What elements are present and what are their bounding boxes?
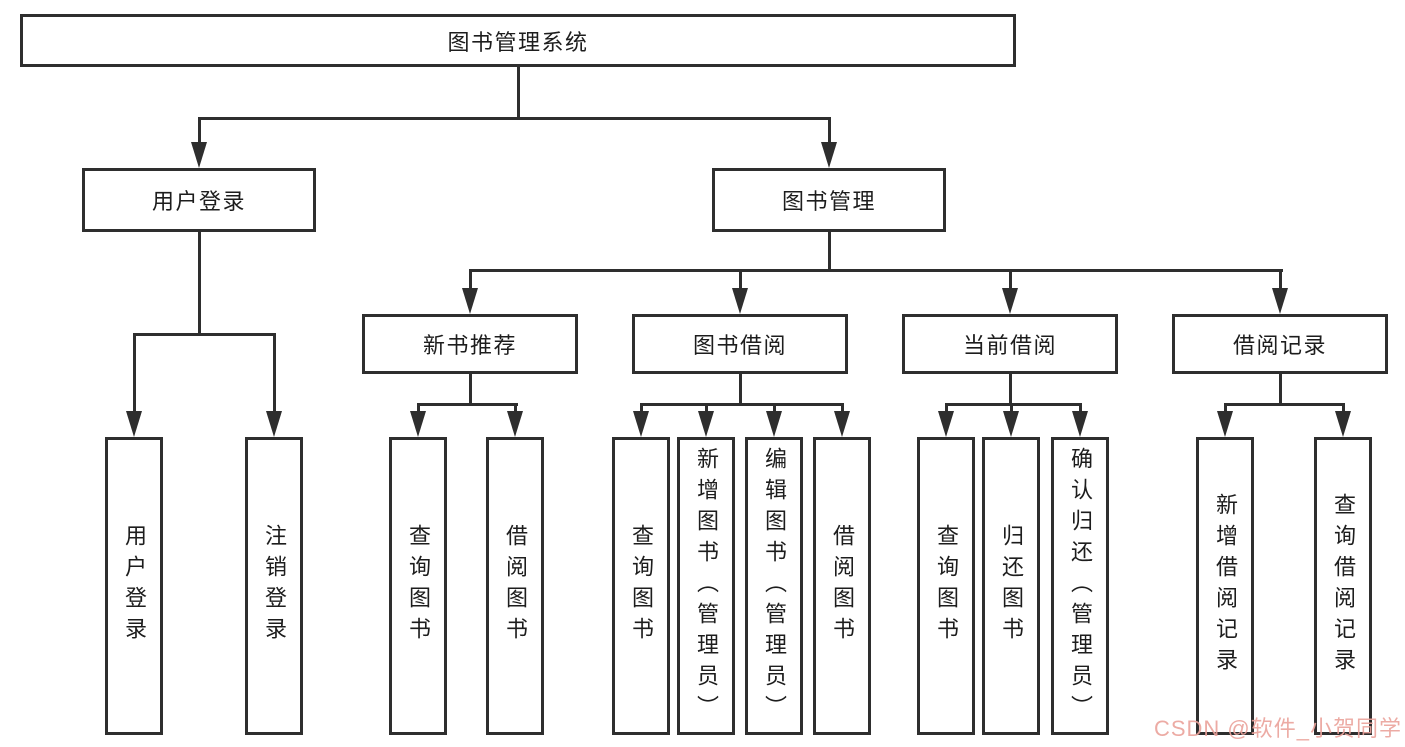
leaf-user-login-label: 用户登录 — [122, 524, 147, 648]
arrowhead-down-icon — [834, 411, 850, 437]
connector-drop — [772, 403, 776, 414]
leaf-bb-add-books-admin-label: 新增图书（管理员） — [694, 446, 719, 726]
connector-drop — [1009, 403, 1013, 414]
connector-hline — [1223, 403, 1345, 406]
leaf-bb-borrow-books-label: 借阅图书 — [830, 524, 855, 648]
connector-drop — [1223, 403, 1227, 414]
connector-stem — [738, 374, 742, 406]
leaf-br-add-record-label: 新增借阅记录 — [1213, 493, 1238, 679]
leaf-br-query-record: 查询借阅记录 — [1314, 437, 1372, 735]
leaf-br-add-record: 新增借阅记录 — [1196, 437, 1254, 735]
arrowhead-down-icon — [1003, 411, 1019, 437]
leaf-bb-add-books-admin: 新增图书（管理员） — [677, 437, 735, 735]
connector-stem — [1008, 374, 1012, 406]
leaf-bb-edit-books-admin: 编辑图书（管理员） — [745, 437, 803, 735]
leaf-cb-confirm-return-admin-label: 确认归还（管理员） — [1068, 446, 1093, 726]
connector-drop — [197, 117, 201, 145]
arrowhead-down-icon — [1217, 411, 1233, 437]
leaf-cb-query-books: 查询图书 — [917, 437, 975, 735]
arrowhead-down-icon — [266, 411, 282, 437]
connector-drop — [639, 403, 643, 414]
leaf-nbr-borrow-books: 借阅图书 — [486, 437, 544, 735]
connector-hline — [416, 403, 518, 406]
csdn-watermark: CSDN @软件_小贺同学 — [1153, 716, 1402, 741]
arrowhead-down-icon — [191, 142, 207, 168]
connector-hline — [639, 403, 844, 406]
node-book-management: 图书管理 — [712, 168, 946, 232]
node-user-login: 用户登录 — [82, 168, 316, 232]
node-current-borrow-label: 当前借阅 — [962, 333, 1057, 358]
connector-drop — [840, 403, 844, 414]
connector-stem — [197, 231, 201, 336]
connector-hline — [468, 269, 1283, 272]
leaf-logout: 注销登录 — [245, 437, 303, 735]
node-new-book-recommend-label: 新书推荐 — [422, 333, 517, 358]
node-user-login-label: 用户登录 — [151, 189, 246, 214]
leaf-user-login: 用户登录 — [105, 437, 163, 735]
connector-hline — [197, 117, 831, 120]
connector-drop — [416, 403, 420, 414]
node-current-borrow: 当前借阅 — [902, 314, 1118, 374]
node-borrow-records-label: 借阅记录 — [1232, 333, 1327, 358]
node-root: 图书管理系统 — [20, 14, 1016, 67]
leaf-cb-query-books-label: 查询图书 — [934, 524, 959, 648]
arrowhead-down-icon — [1335, 411, 1351, 437]
connector-drop — [827, 117, 831, 145]
node-borrow-records: 借阅记录 — [1172, 314, 1388, 374]
node-book-borrow: 图书借阅 — [632, 314, 848, 374]
arrowhead-down-icon — [633, 411, 649, 437]
leaf-nbr-query-books-label: 查询图书 — [406, 524, 431, 648]
arrowhead-down-icon — [1072, 411, 1088, 437]
node-book-management-label: 图书管理 — [781, 189, 876, 214]
leaf-cb-return-books-label: 归还图书 — [999, 524, 1024, 648]
connector-drop — [738, 269, 742, 291]
connector-hline — [944, 403, 1082, 406]
connector-stem — [1278, 374, 1282, 406]
arrowhead-down-icon — [410, 411, 426, 437]
leaf-cb-return-books: 归还图书 — [982, 437, 1040, 735]
arrowhead-down-icon — [766, 411, 782, 437]
arrowhead-down-icon — [732, 288, 748, 314]
connector-drop — [272, 333, 276, 413]
leaf-logout-label: 注销登录 — [262, 524, 287, 648]
connector-drop — [468, 269, 472, 291]
leaf-bb-query-books: 查询图书 — [612, 437, 670, 735]
connector-stem — [468, 374, 472, 406]
leaf-bb-edit-books-admin-label: 编辑图书（管理员） — [762, 446, 787, 726]
connector-drop — [1278, 269, 1282, 291]
connector-drop — [513, 403, 517, 414]
connector-drop — [1078, 403, 1082, 414]
connector-drop — [132, 333, 136, 413]
node-root-label: 图书管理系统 — [447, 29, 589, 55]
arrowhead-down-icon — [698, 411, 714, 437]
arrowhead-down-icon — [462, 288, 478, 314]
arrowhead-down-icon — [1272, 288, 1288, 314]
leaf-cb-confirm-return-admin: 确认归还（管理员） — [1051, 437, 1109, 735]
arrowhead-down-icon — [821, 142, 837, 168]
connector-drop — [1341, 403, 1345, 414]
connector-stem — [827, 232, 831, 272]
leaf-bb-borrow-books: 借阅图书 — [813, 437, 871, 735]
leaf-nbr-query-books: 查询图书 — [389, 437, 447, 735]
node-book-borrow-label: 图书借阅 — [692, 333, 787, 358]
arrowhead-down-icon — [1002, 288, 1018, 314]
connector-drop — [944, 403, 948, 414]
leaf-nbr-borrow-books-label: 借阅图书 — [503, 524, 528, 648]
node-new-book-recommend: 新书推荐 — [362, 314, 578, 374]
leaf-bb-query-books-label: 查询图书 — [629, 524, 654, 648]
connector-drop — [704, 403, 708, 414]
leaf-br-query-record-label: 查询借阅记录 — [1331, 493, 1356, 679]
arrowhead-down-icon — [126, 411, 142, 437]
arrowhead-down-icon — [938, 411, 954, 437]
connector-stem — [516, 67, 520, 118]
arrowhead-down-icon — [507, 411, 523, 437]
connector-drop — [1008, 269, 1012, 291]
connector-hline — [132, 333, 276, 336]
